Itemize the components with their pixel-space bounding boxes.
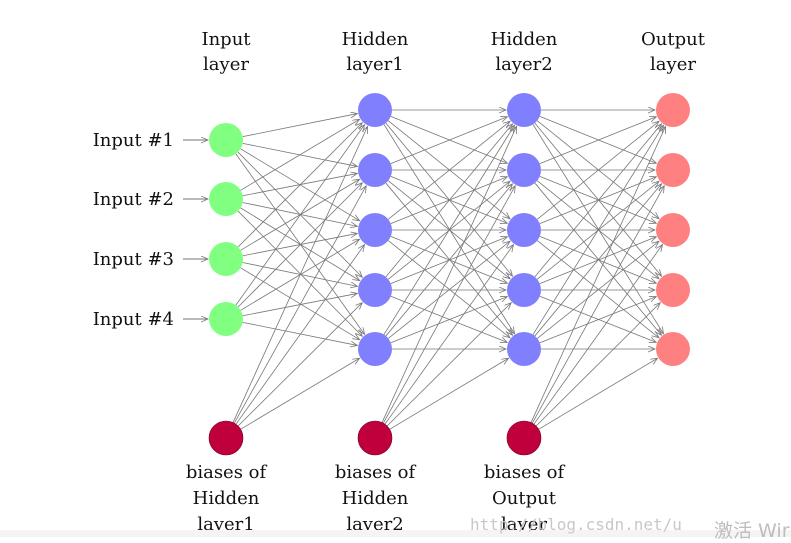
input-neuron bbox=[209, 242, 243, 276]
hidden-neuron bbox=[358, 273, 392, 307]
bias-neuron bbox=[506, 420, 542, 456]
output-neuron bbox=[656, 153, 690, 187]
edge bbox=[534, 124, 662, 278]
bias-edge bbox=[533, 245, 663, 425]
bias-neuron bbox=[208, 420, 244, 456]
edge bbox=[388, 241, 510, 339]
bias-label: biases of bbox=[335, 462, 417, 483]
hidden-neuron bbox=[507, 213, 541, 247]
bias-label: layer bbox=[501, 514, 547, 535]
bias-edge bbox=[381, 126, 517, 423]
edge bbox=[539, 117, 657, 165]
hidden-neuron bbox=[358, 153, 392, 187]
activation-watermark: 激活 Wir bbox=[714, 520, 790, 542]
hidden-neuron bbox=[507, 273, 541, 307]
bias-label: layer1 bbox=[197, 514, 254, 535]
hidden-neuron bbox=[507, 93, 541, 127]
edge bbox=[388, 240, 510, 338]
hidden-neuron bbox=[507, 332, 541, 366]
bias-neuron bbox=[357, 420, 393, 456]
bias-edge bbox=[538, 358, 658, 430]
bias-edge bbox=[237, 303, 362, 427]
edge bbox=[235, 125, 365, 306]
edge bbox=[537, 240, 659, 338]
input-neuron bbox=[209, 123, 243, 157]
edge bbox=[383, 125, 514, 335]
bias-edge bbox=[386, 303, 511, 427]
labels: Input #1 Input #2 Input #3 Input #4 Input lay… bbox=[93, 29, 706, 535]
bias-edge bbox=[384, 245, 514, 425]
input-neuron bbox=[209, 302, 243, 336]
bias-edge bbox=[535, 303, 660, 427]
layer-title: layer2 bbox=[495, 54, 552, 75]
hidden-neuron bbox=[507, 153, 541, 187]
edge bbox=[390, 117, 508, 165]
edge bbox=[242, 114, 358, 138]
edge bbox=[390, 297, 507, 344]
bias-edge bbox=[382, 186, 515, 424]
bias-edge bbox=[235, 245, 365, 425]
layer-title: layer bbox=[650, 54, 696, 75]
hidden-neuron bbox=[358, 93, 392, 127]
edge bbox=[240, 119, 360, 191]
hidden-neuron bbox=[358, 213, 392, 247]
layer-title: Hidden bbox=[342, 29, 409, 50]
bias-label: layer2 bbox=[346, 514, 403, 535]
edge bbox=[539, 297, 656, 344]
neurons bbox=[208, 93, 690, 456]
output-neuron bbox=[656, 273, 690, 307]
input-label: Input #3 bbox=[93, 249, 174, 270]
bias-label: biases of bbox=[186, 462, 268, 483]
edge bbox=[240, 267, 360, 340]
bias-label: Hidden bbox=[193, 488, 260, 509]
layer-title: Output bbox=[641, 29, 706, 50]
edge bbox=[537, 241, 659, 339]
bias-label: biases of bbox=[484, 462, 566, 483]
edge bbox=[385, 182, 513, 335]
output-neuron bbox=[656, 213, 690, 247]
edge bbox=[534, 184, 662, 337]
output-neuron bbox=[656, 332, 690, 366]
edge bbox=[536, 121, 659, 220]
edge bbox=[383, 124, 514, 333]
layer-title: Input bbox=[201, 29, 251, 50]
bias-label: Hidden bbox=[342, 488, 409, 509]
output-neuron bbox=[656, 93, 690, 127]
layer-title: layer1 bbox=[346, 54, 403, 75]
input-label: Input #1 bbox=[93, 130, 174, 151]
bias-edge bbox=[530, 126, 666, 423]
bias-edge bbox=[531, 186, 664, 424]
edge bbox=[534, 182, 662, 335]
input-label: Input #2 bbox=[93, 189, 174, 210]
edge bbox=[237, 123, 362, 248]
layer-title: layer bbox=[203, 54, 249, 75]
input-label: Input #4 bbox=[93, 309, 174, 330]
layer-title: Hidden bbox=[491, 29, 558, 50]
hidden-neuron bbox=[358, 332, 392, 366]
edge bbox=[242, 321, 358, 345]
edge bbox=[237, 210, 362, 336]
input-neuron bbox=[209, 182, 243, 216]
edge bbox=[532, 125, 663, 335]
edge bbox=[237, 183, 362, 308]
watermark: http://blog.csdn.net/u bbox=[470, 515, 682, 534]
bias-edge bbox=[232, 126, 368, 423]
edge bbox=[387, 121, 510, 220]
bias-edge bbox=[389, 358, 509, 430]
bias-edge bbox=[240, 358, 360, 430]
edge bbox=[532, 124, 663, 333]
edge bbox=[385, 124, 513, 278]
bias-label: Output bbox=[492, 488, 557, 509]
bias-edge bbox=[233, 186, 366, 424]
connections bbox=[183, 110, 666, 430]
bottom-bar bbox=[0, 530, 791, 537]
edge bbox=[385, 184, 513, 337]
